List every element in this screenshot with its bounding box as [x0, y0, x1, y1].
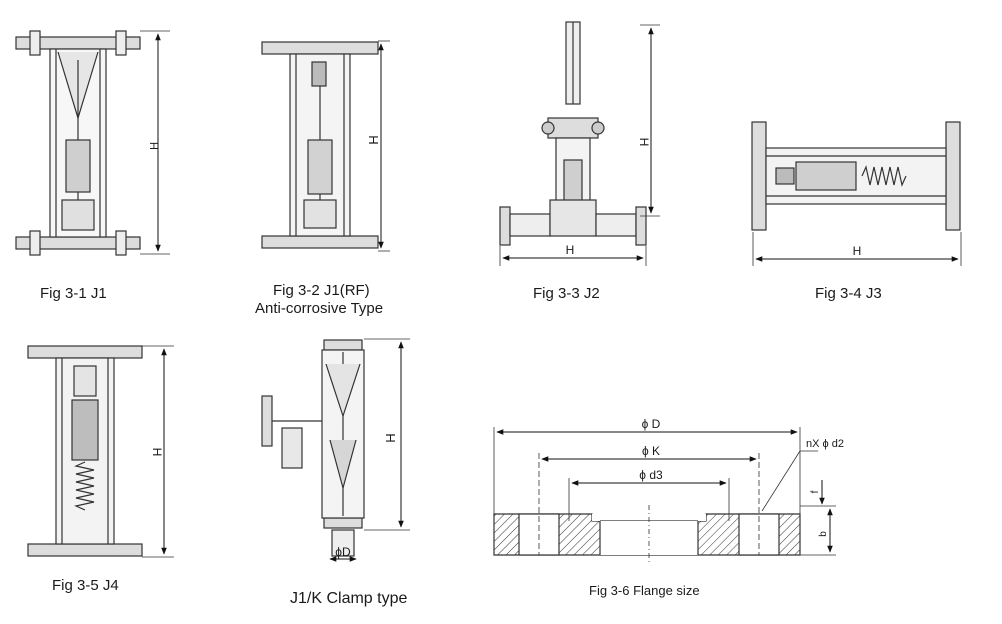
fig-j1k-dimension: H ϕD: [329, 338, 410, 562]
fig-3-4-dimension: H: [752, 232, 962, 266]
fig-j1k-drawing: [261, 339, 365, 557]
fig-3-2-caption: Fig 3-2 J1(RF): [273, 282, 370, 299]
fig-3-6-drawing: [493, 505, 801, 563]
fig-3-2-drawing: [261, 41, 379, 249]
fig-3-4-caption: Fig 3-4 J3: [815, 285, 882, 302]
fig-3-6-caption: Fig 3-6 Flange size: [589, 583, 700, 598]
fig-3-3-h-vertical-label: H: [637, 138, 651, 147]
fig-3-2-dimension: H: [366, 40, 390, 252]
fig-3-3-dimension: H H: [499, 24, 660, 266]
fig-3-4-h-label: H: [853, 244, 862, 258]
fig-3-5-caption: Fig 3-5 J4: [52, 577, 119, 594]
fig-3-6-bore-label: ϕ d3: [639, 468, 663, 482]
fig-3-5-h-label: H: [150, 448, 164, 457]
fig-3-6-b-label: b: [818, 531, 829, 537]
fig-3-3-caption: Fig 3-3 J2: [533, 285, 600, 302]
fig-3-3-h-horizontal-label: H: [566, 243, 575, 257]
fig-3-6-f-label: f: [810, 490, 821, 493]
fig-3-1-drawing: [15, 30, 141, 256]
fig-3-2-h-label: H: [366, 135, 381, 144]
fig-j1k-diameter-label: ϕD: [335, 545, 351, 559]
fig-3-1-h-label: H: [147, 142, 159, 150]
fig-3-6-outer-diameter-label: ϕ D: [642, 417, 661, 431]
fig-3-6-bolt-circle-label: ϕ K: [642, 444, 660, 458]
fig-3-5-drawing: [27, 345, 143, 557]
fig-j1k-h-label: H: [383, 433, 398, 442]
fig-3-3-drawing: [499, 21, 647, 246]
fig-3-2-subcaption: Anti-corrosive Type: [255, 300, 384, 317]
fig-3-6-dimensions: ϕ D ϕ K ϕ d3 nX ϕ d2 f b: [493, 417, 844, 556]
fig-j1k-caption: J1/K Clamp type: [290, 590, 408, 607]
fig-3-1-dimension: H: [140, 30, 170, 255]
fig-3-4-drawing: [751, 121, 961, 231]
fig-3-5-dimension: H: [142, 345, 174, 558]
fig-3-1-caption: Fig 3-1 J1: [40, 285, 107, 302]
fig-3-6-holes-label: nX ϕ d2: [806, 438, 844, 450]
